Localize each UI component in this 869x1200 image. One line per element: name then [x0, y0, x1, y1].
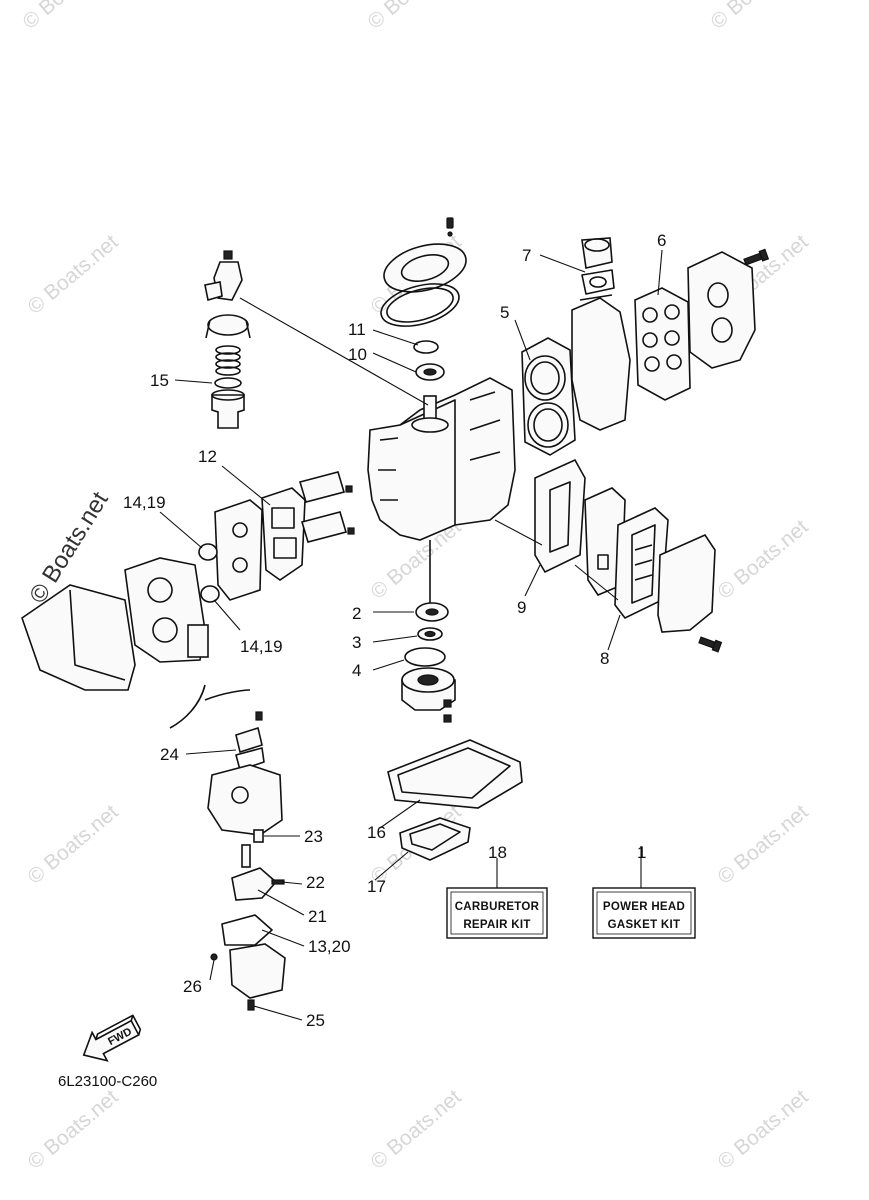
- callout-16: 16: [367, 823, 386, 842]
- callout-22: 22: [306, 873, 325, 892]
- callout-15: 15: [150, 371, 169, 390]
- callout-1: 1: [637, 843, 646, 862]
- watermark: © Boats.net: [23, 1085, 122, 1173]
- callout-5: 5: [500, 303, 509, 322]
- exhaust-inner-gasket: [534, 458, 586, 574]
- callout-7: 7: [522, 246, 531, 265]
- callout-9: 9: [517, 598, 526, 617]
- watermark: © Boats.net: [713, 800, 812, 888]
- carburetor-assembly-upper: [124, 557, 209, 663]
- callout-8: 8: [600, 649, 609, 668]
- cylinder-block: [367, 377, 516, 605]
- forward-arrow-icon: FWD: [82, 1014, 142, 1062]
- watermark: © Boats.net: [23, 800, 122, 888]
- callout-3: 3: [352, 633, 361, 652]
- callout-24: 24: [160, 745, 179, 764]
- callout-26: 26: [183, 977, 202, 996]
- lower-seal-stack: [401, 602, 456, 723]
- cylinder-head: [571, 237, 631, 431]
- callout-2: 2: [352, 604, 361, 623]
- crankcase-top-parts: [380, 217, 467, 381]
- exhaust-outer-cover: [657, 533, 723, 653]
- watermark: © Boats.net: [363, 0, 462, 34]
- callout-18: 18: [488, 843, 507, 862]
- callout-17: 17: [367, 877, 386, 896]
- watermark: © Boats.net: [23, 230, 122, 318]
- callout-10: 10: [348, 345, 367, 364]
- watermark: © Boats.net: [713, 1085, 812, 1173]
- intake-manifold: [214, 499, 263, 601]
- kit-carburetor-line2: REPAIR KIT: [463, 919, 530, 931]
- fuel-pump: [204, 250, 251, 429]
- watermark: © Boats.net: [706, 0, 805, 34]
- callout-4: 4: [352, 661, 361, 680]
- watermark: © Boats.net: [18, 0, 117, 34]
- callout-14-19-upper: 14,19: [123, 493, 166, 512]
- exhaust-gasket-17: [399, 817, 471, 861]
- callout-21: 21: [308, 907, 327, 926]
- thermostat-gasket: [581, 269, 615, 295]
- leader-lines: [159, 249, 663, 1021]
- callout-25: 25: [306, 1011, 325, 1030]
- reed-valve: [298, 471, 355, 543]
- intake-silencer: [21, 584, 136, 691]
- carburetor-seals-14-19: [198, 543, 220, 603]
- lower-case-gasket: [387, 739, 523, 809]
- kit-carburetor-repair: CARBURETOR REPAIR KIT: [446, 887, 548, 939]
- callout-13-20: 13,20: [308, 937, 351, 956]
- watermark: © Boats.net: [366, 1085, 465, 1173]
- kit-power-head-line2: GASKET KIT: [608, 919, 681, 931]
- cylinder-head-gasket: [521, 337, 576, 456]
- watermark: © Boats.net: [713, 515, 812, 603]
- callout-labels: 1 2 3 4 5 6 7 8 9 10 11 12 13,20 14,19 1…: [123, 231, 666, 1030]
- carburetor-exploded: [169, 684, 286, 1011]
- exhaust-outer-gasket: [614, 507, 669, 620]
- kit-power-head-line1: POWER HEAD: [603, 901, 685, 913]
- head-cover: [687, 248, 770, 369]
- intake-manifold-gasket: [261, 487, 306, 581]
- callout-6: 6: [657, 231, 666, 250]
- diagram-code: 6L23100-C260: [58, 1073, 157, 1090]
- callout-14-19-lower: 14,19: [240, 637, 283, 656]
- head-cover-gasket: [634, 287, 691, 401]
- kit-power-head-gasket: POWER HEAD GASKET KIT: [592, 887, 696, 939]
- callout-12: 12: [198, 447, 217, 466]
- kit-carburetor-line1: CARBURETOR: [455, 901, 540, 913]
- callout-11: 11: [348, 320, 366, 339]
- callout-23: 23: [304, 827, 323, 846]
